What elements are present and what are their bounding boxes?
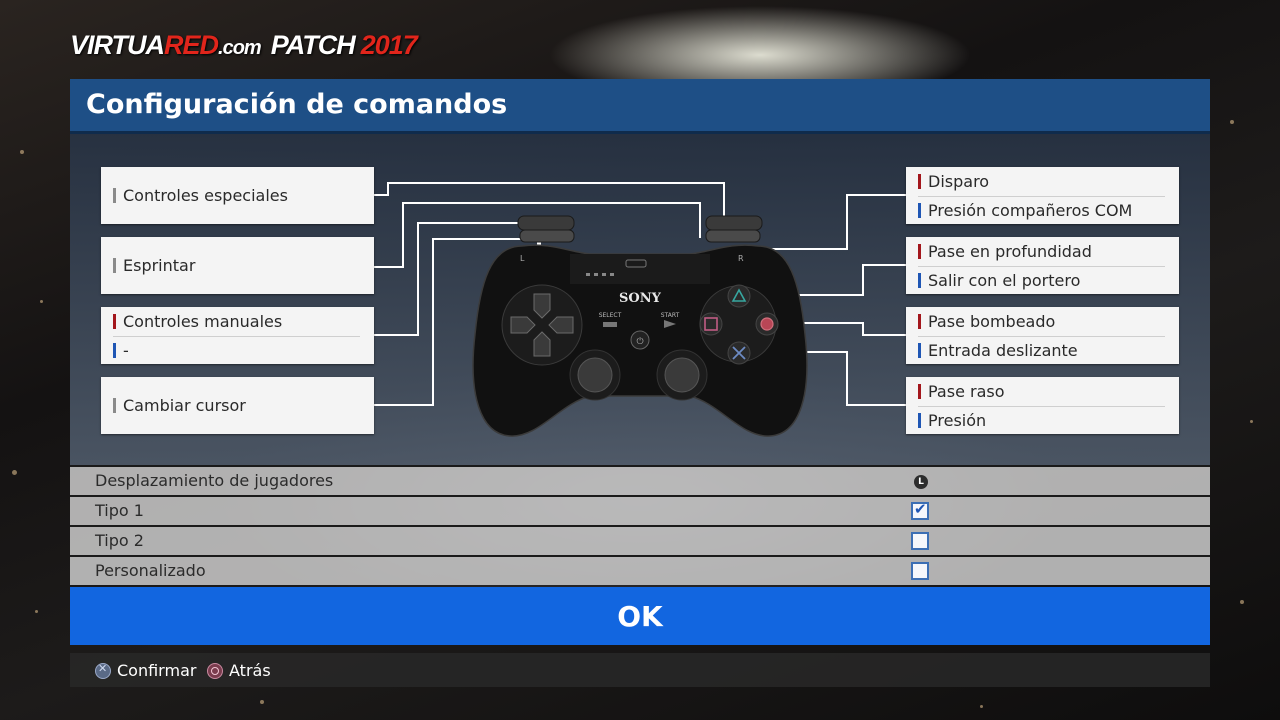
mapping-line: Presión [918, 406, 1167, 435]
dpad [501, 284, 583, 366]
connector-lines [358, 182, 906, 406]
start-button [664, 320, 676, 328]
option-row-tipo-1[interactable]: Tipo 1 [70, 495, 1210, 525]
triangle-button [727, 284, 751, 308]
connector-cambiar-cursor [374, 238, 539, 406]
mapping-line: Controles especiales [113, 181, 362, 210]
logo-part-year: 2017 [360, 30, 418, 60]
mapping-line: Cambiar cursor [113, 391, 362, 420]
mapping-line: Salir con el portero [918, 266, 1167, 295]
mapping-line: Pase en profundidad [918, 237, 1167, 266]
controller-map-area: L R SONY SELECT START ⏻ [70, 134, 1210, 465]
mapping-label: Presión [928, 411, 987, 430]
logo-part-patch: PATCH [270, 30, 356, 60]
logo-part-com: .com [218, 37, 262, 59]
movement-header-row: Desplazamiento de jugadores L [70, 465, 1210, 495]
mapping-label: Presión compañeros COM [928, 201, 1133, 220]
r2-button [705, 215, 763, 231]
mapping-label: Cambiar cursor [123, 396, 246, 415]
mapping-label: Pase raso [928, 382, 1005, 401]
ps3-controller: L R SONY SELECT START ⏻ [472, 215, 808, 437]
mapping-box-pase-raso[interactable]: Pase raso Presión [906, 377, 1179, 434]
circle-button-icon [207, 662, 223, 679]
svg-text:⏻: ⏻ [636, 336, 643, 347]
cross-button-icon [95, 662, 111, 679]
logo-part-virtua: VIRTUA [70, 30, 165, 60]
option-label: Tipo 1 [95, 501, 144, 520]
mapping-line: Pase raso [918, 377, 1167, 406]
usb-port [625, 259, 647, 268]
connector-esprintar [374, 202, 701, 268]
mapping-box-esprintar[interactable]: Esprintar [101, 237, 374, 294]
confirm-label: Confirmar [117, 661, 197, 680]
option-row-personalizado[interactable]: Personalizado [70, 555, 1210, 585]
left-analog-stick [577, 357, 613, 393]
connector-controles-especiales [374, 182, 725, 219]
mapping-box-cambiar-cursor[interactable]: Cambiar cursor [101, 377, 374, 434]
mapping-box-controles-especiales[interactable]: Controles especiales [101, 167, 374, 224]
mapping-line: Presión compañeros COM [918, 196, 1167, 225]
mapping-box-pase-profundidad[interactable]: Pase en profundidad Salir con el portero [906, 237, 1179, 294]
mapping-line: Pase bombeado [918, 307, 1167, 336]
back-label: Atrás [229, 661, 271, 680]
panel-header: Configuración de comandos [70, 79, 1210, 134]
l1-button [519, 229, 575, 243]
select-button [603, 322, 617, 327]
sony-logo: SONY [619, 291, 662, 306]
mapping-label: Controles manuales [123, 312, 283, 331]
mapping-box-pase-bombeado[interactable]: Pase bombeado Entrada deslizante [906, 307, 1179, 364]
r-label: R [738, 254, 744, 263]
logo-part-red: RED [164, 30, 219, 60]
mapping-line: Controles manuales [113, 307, 362, 336]
mapping-label: Pase bombeado [928, 312, 1056, 331]
option-label: Personalizado [95, 561, 206, 580]
mapping-line: - [113, 336, 362, 365]
mapping-line: Esprintar [113, 251, 362, 280]
ok-button[interactable]: OK [70, 587, 1210, 645]
start-label: START [661, 312, 680, 319]
mapping-label: Esprintar [123, 256, 196, 275]
option-row-tipo-2[interactable]: Tipo 2 [70, 525, 1210, 555]
mapping-box-disparo[interactable]: Disparo Presión compañeros COM [906, 167, 1179, 224]
l-label: L [520, 254, 525, 263]
right-analog-stick [664, 357, 700, 393]
r1-button [705, 229, 761, 243]
checkbox-personalizado[interactable] [911, 562, 929, 580]
mapping-label: - [123, 341, 129, 360]
controller-diagram: L R SONY SELECT START ⏻ [358, 182, 906, 437]
square-button [699, 312, 723, 336]
l2-button [517, 215, 575, 231]
mapping-label: Disparo [928, 172, 990, 191]
mapping-label: Entrada deslizante [928, 341, 1078, 360]
mapping-label: Pase en profundidad [928, 242, 1092, 261]
left-stick-icon: L [914, 475, 928, 489]
patch-logo: VIRTUA RED .com PATCH 2017 [70, 30, 418, 66]
checkbox-tipo-1[interactable] [911, 500, 929, 520]
mapping-label: Salir con el portero [928, 271, 1081, 290]
ps-button [630, 330, 650, 350]
option-label: Tipo 2 [95, 531, 144, 550]
mapping-line: Entrada deslizante [918, 336, 1167, 365]
command-config-panel: Configuración de comandos [70, 79, 1210, 586]
confirm-hint[interactable]: Confirmar [95, 661, 196, 680]
mapping-line: Disparo [918, 167, 1167, 196]
mapping-label: Controles especiales [123, 186, 288, 205]
button-hints-bar: Confirmar Atrás [70, 653, 1210, 687]
movement-header-label: Desplazamiento de jugadores [95, 471, 334, 490]
checkbox-tipo-2[interactable] [911, 532, 929, 550]
back-hint[interactable]: Atrás [207, 661, 271, 680]
page-title: Configuración de comandos [86, 89, 508, 120]
select-label: SELECT [599, 312, 622, 319]
mapping-box-controles-manuales[interactable]: Controles manuales - [101, 307, 374, 364]
